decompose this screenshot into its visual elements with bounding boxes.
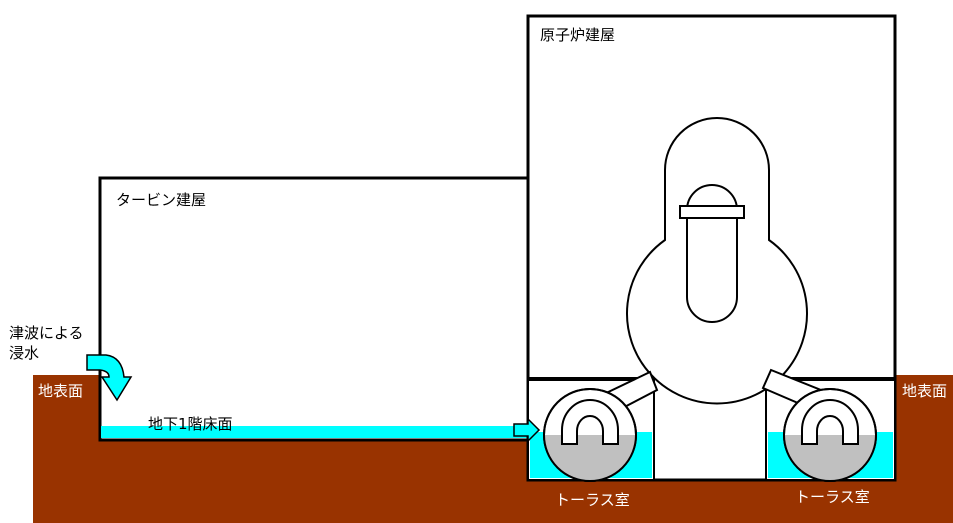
turbine-building <box>98 176 530 442</box>
turbine-building-label: タービン建屋 <box>116 191 206 209</box>
ground-right-strip <box>895 375 953 523</box>
ground-surface-label-left: 地表面 <box>38 382 83 400</box>
basement-water-layer <box>101 426 527 438</box>
torus-left-water-surface <box>544 435 636 481</box>
torus-left-outline <box>543 388 637 482</box>
torus-room-label-left: トーラス室 <box>555 491 630 509</box>
reactor-pressure-vessel <box>686 184 738 323</box>
torus-room-label-right: トーラス室 <box>795 488 870 506</box>
ground-surface-label-right: 地表面 <box>902 382 947 400</box>
tsunami-inflow-arrow <box>86 354 133 402</box>
rpv-flange <box>679 205 745 219</box>
tsunami-label-line1: 津波による <box>9 324 84 342</box>
reactor-building-label: 原子炉建屋 <box>540 26 615 44</box>
torus-right-water-surface <box>784 435 876 481</box>
water-flow-arrow <box>513 417 541 443</box>
basement-floor-label: 地下1階床面 <box>148 415 233 433</box>
torus-left-downcomer <box>561 399 619 445</box>
torus-right-outline <box>783 388 877 482</box>
torus-right-downcomer <box>801 399 859 445</box>
tsunami-label-line2: 浸水 <box>9 344 39 362</box>
